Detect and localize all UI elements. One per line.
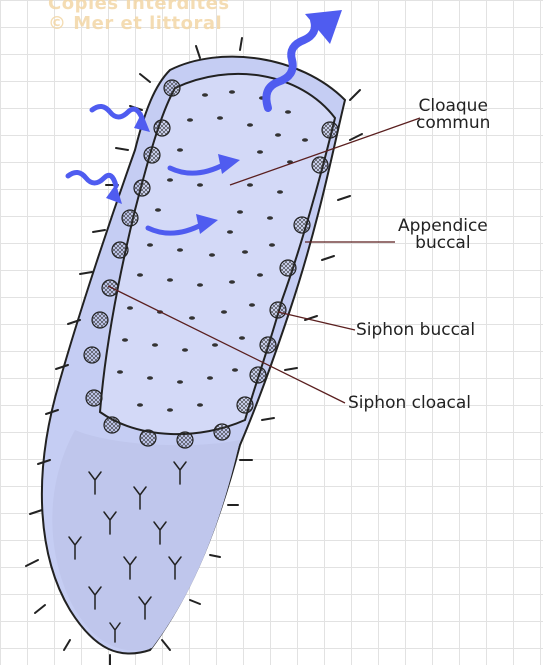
label-appendice-line-2: buccal (398, 235, 488, 252)
label-cloaque-line-2: commun (416, 115, 490, 132)
lower-body-shade (52, 430, 240, 650)
label-siphon-buccal: Siphon buccal (356, 322, 475, 339)
inflow-arrow-1 (92, 106, 142, 118)
inflow-arrow-2 (68, 172, 116, 186)
label-appendice-buccal: Appendice buccal (398, 218, 488, 252)
leader-siphon-buccal (278, 312, 355, 330)
label-cloaque-commun: Cloaque commun (416, 98, 490, 132)
label-siphon-cloacal: Siphon cloacal (348, 395, 471, 412)
